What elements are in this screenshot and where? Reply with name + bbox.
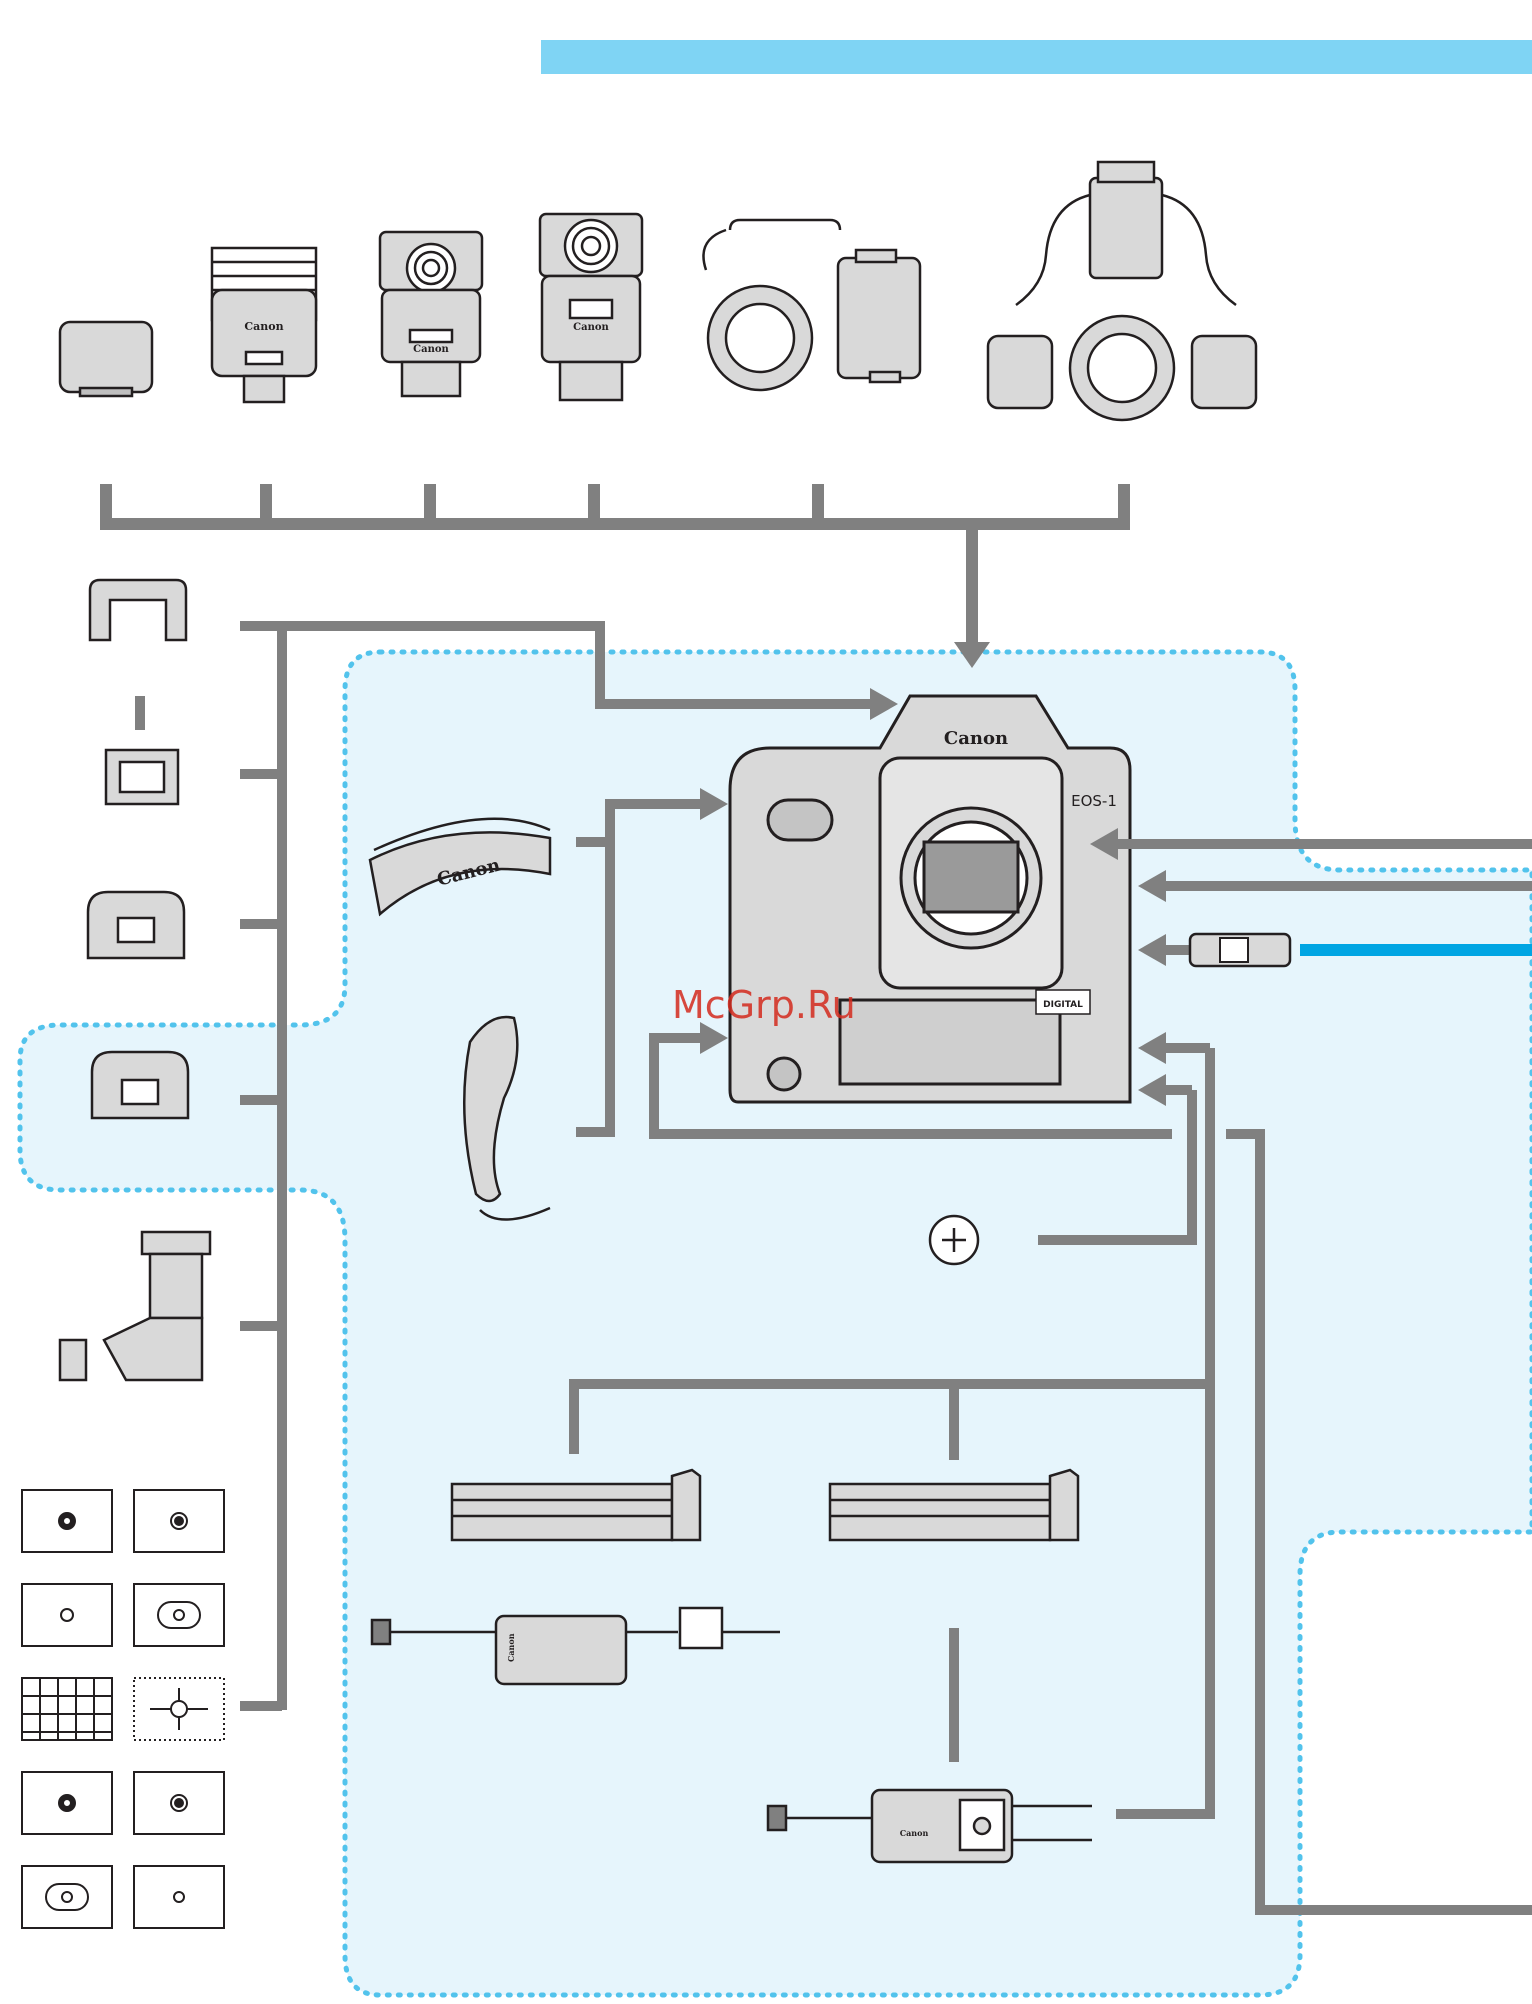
flash-brand-label-2: Canon (413, 344, 449, 355)
dioptric-eyecup[interactable] (88, 892, 184, 958)
camera-model-label: EOS-1 (1071, 792, 1117, 810)
focusing-screens (22, 1490, 224, 1928)
focusing-screen[interactable] (22, 1678, 112, 1740)
focusing-screen[interactable] (134, 1584, 224, 1646)
small-speedlite[interactable]: Canon (212, 248, 316, 402)
focusing-screen[interactable] (22, 1772, 112, 1834)
focusing-screen[interactable] (134, 1490, 224, 1552)
anti-fog-eyepiece[interactable] (92, 1052, 188, 1118)
camera-body[interactable]: Canon EOS-1 DIGITAL (730, 696, 1130, 1102)
focusing-screen[interactable] (134, 1866, 224, 1928)
watermark-text: McGrp.Ru (672, 983, 856, 1027)
flash-brand-label-3: Canon (573, 322, 609, 333)
flash-row: Canon Canon Canon (60, 162, 1256, 420)
focusing-screen[interactable] (22, 1490, 112, 1552)
macro-ring-lite[interactable] (704, 220, 921, 390)
viewfinder-accessories (60, 580, 210, 1380)
focusing-screen[interactable] (134, 1678, 224, 1740)
medium-speedlite[interactable]: Canon (380, 232, 482, 396)
camera-digital-badge: DIGITAL (1043, 1000, 1083, 1010)
eyepiece-connector (135, 696, 145, 730)
camera-brand-label: Canon (944, 728, 1008, 749)
adapter-brand-label: Canon (506, 1633, 516, 1662)
eyecup[interactable] (90, 580, 186, 640)
header-band (541, 40, 1532, 74)
charger-brand-label: Canon (900, 1828, 929, 1838)
large-speedlite[interactable]: Canon (540, 214, 642, 400)
focusing-screen[interactable] (22, 1584, 112, 1646)
backup-battery[interactable] (930, 1216, 978, 1264)
angle-finder[interactable] (60, 1232, 210, 1380)
focusing-screen[interactable] (134, 1772, 224, 1834)
macro-twin-lite[interactable] (988, 162, 1256, 420)
eyepiece-adapter[interactable] (106, 750, 178, 804)
compact-flash-unit[interactable] (60, 322, 152, 396)
flash-brand-label: Canon (244, 320, 283, 333)
focusing-screen[interactable] (22, 1866, 112, 1928)
